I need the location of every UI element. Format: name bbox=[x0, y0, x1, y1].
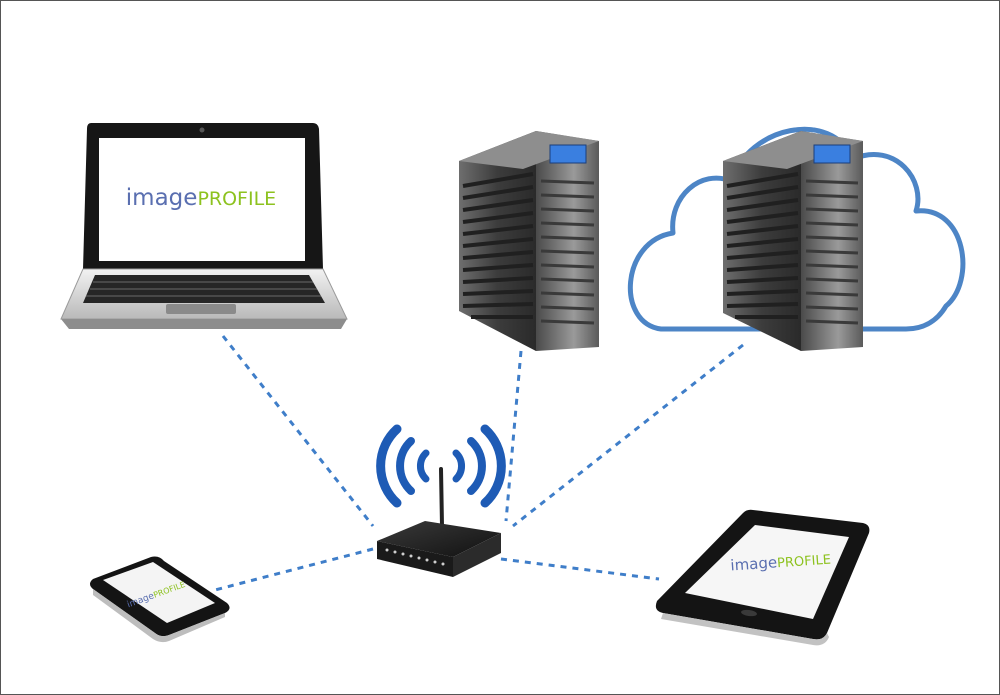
logo-profile-text: PROFILE bbox=[777, 553, 832, 572]
logo-image-text: image bbox=[126, 185, 198, 211]
smartphone-icon: imagePROFILE bbox=[90, 556, 230, 643]
link-router-cloud-server bbox=[512, 343, 744, 528]
link-router-server bbox=[504, 350, 523, 522]
tablet-icon: imagePROFILE bbox=[655, 509, 870, 646]
server-tower-icon bbox=[459, 131, 599, 351]
logo-profile-text: PROFILE bbox=[197, 188, 276, 210]
link-router-tablet bbox=[500, 557, 660, 581]
network-links bbox=[210, 335, 744, 593]
laptop-icon: imagePROFILE bbox=[60, 123, 348, 329]
wifi-signal-icon bbox=[376, 424, 506, 508]
logo-image-text: image bbox=[730, 553, 778, 574]
laptop-screen-logo: imagePROFILE bbox=[126, 185, 276, 211]
link-router-phone bbox=[210, 547, 374, 593]
link-router-laptop bbox=[221, 335, 375, 527]
tablet-screen-logo: imagePROFILE bbox=[730, 550, 832, 575]
cloud-server-icon bbox=[723, 131, 863, 351]
wireless-router-icon bbox=[377, 467, 501, 577]
